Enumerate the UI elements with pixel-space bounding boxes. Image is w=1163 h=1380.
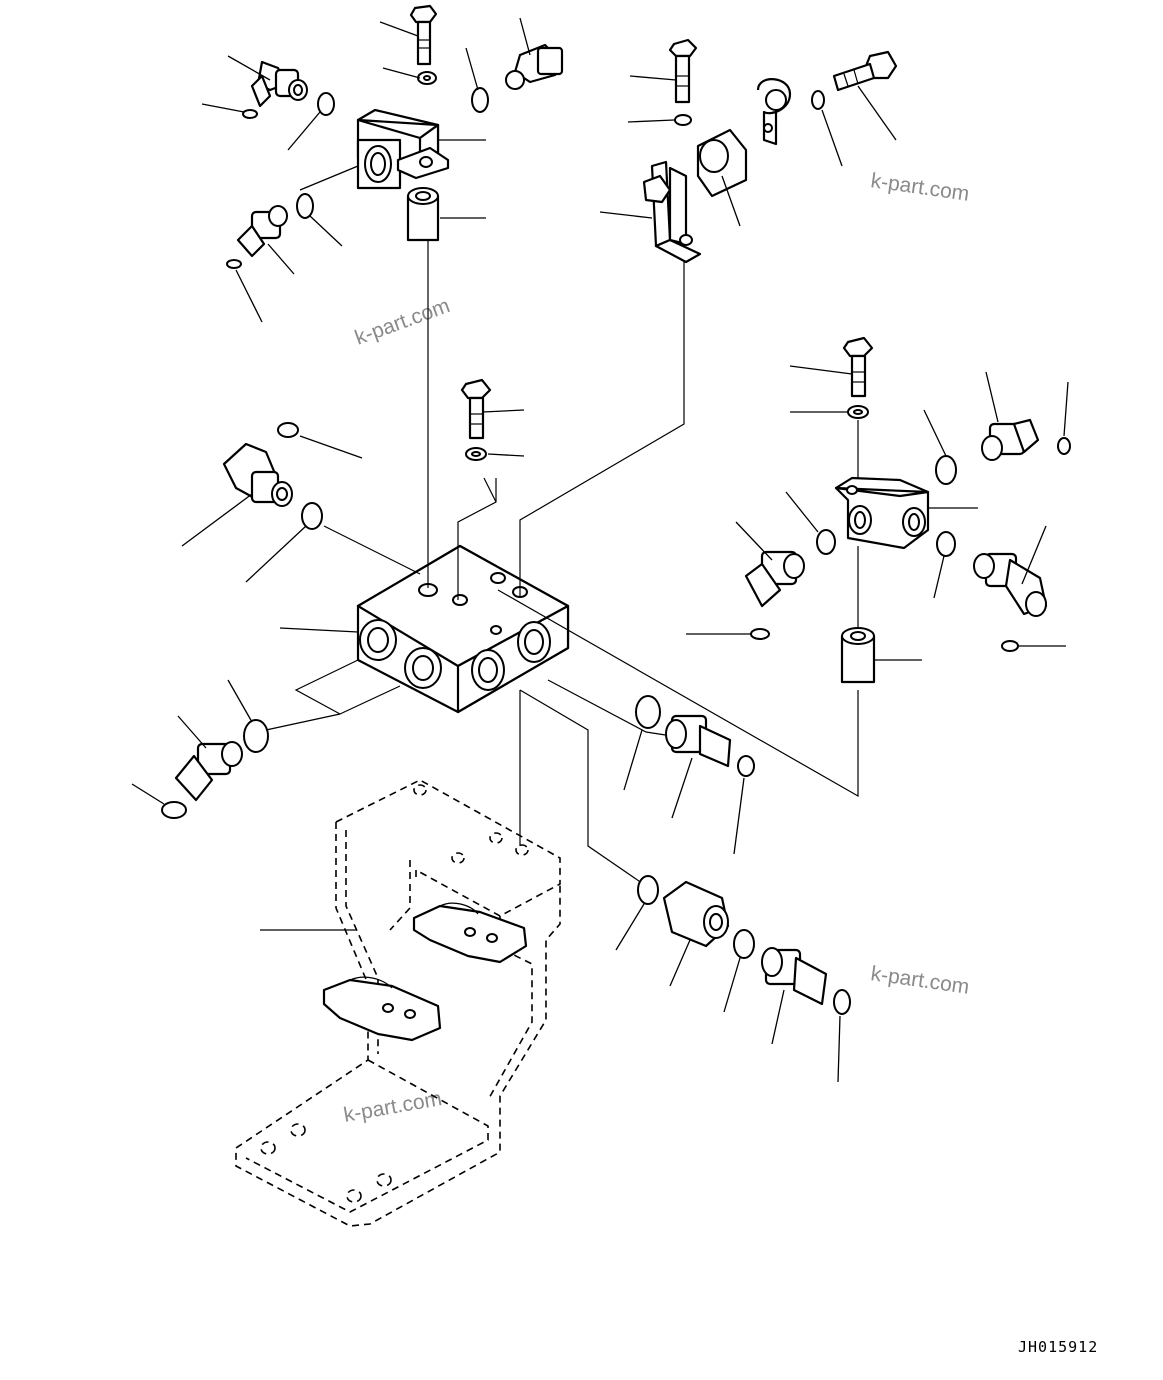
bolt-right (842, 336, 874, 398)
leader-lines-top-center (599, 75, 897, 227)
connector-top-left (250, 60, 308, 108)
o-ring-small-rb (1001, 640, 1019, 652)
o-ring-tl (317, 92, 335, 116)
tee-block-top (356, 108, 450, 190)
spacer-top-center (696, 128, 748, 198)
leader-lines-top-left (201, 17, 531, 323)
watermark-3: k-part.com (869, 962, 970, 999)
o-ring-cr-5 (833, 989, 851, 1015)
o-ring-top (471, 87, 489, 113)
leader-lines-manifold (131, 240, 859, 931)
clamp-top (756, 78, 792, 146)
o-ring-bottom-left (243, 719, 269, 753)
manifold-block (356, 544, 570, 714)
clip-upper (412, 902, 528, 964)
leader-lines-right (686, 365, 1069, 661)
o-ring-small-rt (1057, 437, 1071, 455)
o-ring-cr-2 (737, 755, 755, 777)
o-ring-cr-3 (637, 875, 659, 905)
elbow-fitting-right (973, 552, 1048, 617)
fitting-right-top (981, 418, 1040, 461)
watermark-4: k-part.com (342, 1087, 444, 1127)
spacer-top-left (406, 187, 440, 242)
adapter-cr-3 (761, 947, 828, 1006)
adapter-cr-1 (665, 714, 732, 768)
o-ring-small-tl (242, 109, 258, 119)
elbow-fitting-center-right (744, 550, 805, 608)
o-ring-cr-4 (733, 929, 755, 959)
o-ring-right-mid (936, 531, 956, 557)
o-ring-cr-1 (635, 695, 661, 729)
tee-block-right (834, 476, 930, 550)
o-ring-right-top (935, 455, 957, 485)
watermark-1: k-part.com (352, 294, 453, 350)
spacer-right (840, 627, 876, 684)
washer-top-center (674, 114, 692, 126)
o-ring-small-bl (161, 801, 187, 819)
o-ring-tl-2 (296, 193, 314, 219)
bolt-center (460, 378, 492, 440)
o-ring-center-right (816, 529, 836, 555)
o-ring-small-tl-2 (226, 259, 242, 269)
leader-lines-center-right (615, 729, 841, 1083)
bolt-top-center (668, 38, 698, 104)
watermark-2: k-part.com (869, 169, 970, 206)
fitting-left-upper (222, 442, 293, 507)
o-ring-left-upper (277, 422, 299, 438)
elbow-fitting-tl (236, 205, 288, 258)
o-ring-left-mid (301, 502, 323, 530)
bolt-top-left (409, 4, 438, 66)
bracket-top-center (642, 160, 702, 264)
clip-lower (322, 976, 442, 1042)
adapter-cr-2 (662, 880, 730, 948)
sensor-top (505, 43, 564, 90)
drawing-code: JH015912 (1018, 1338, 1098, 1356)
bolt-top-right (832, 50, 898, 92)
elbow-fitting-bottom-left (174, 741, 243, 802)
o-ring-small-cr (750, 628, 770, 640)
washer-clamp (811, 90, 825, 110)
